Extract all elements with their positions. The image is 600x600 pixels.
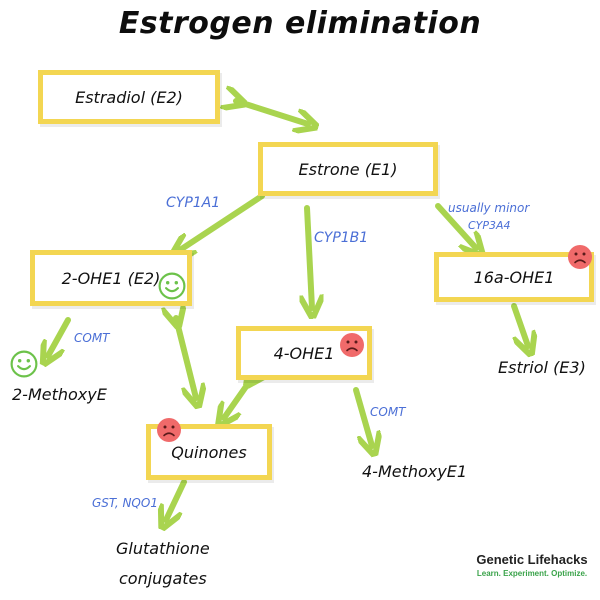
2-ohe1-label: 2-OHE1 (E2) (61, 268, 161, 288)
estradiol-box: Estradiol (E2) (38, 70, 220, 124)
quinones-label: Quinones (171, 442, 247, 462)
estriol-label: Estriol (E3) (498, 358, 586, 377)
brand-name: Genetic Lifehacks (476, 552, 588, 567)
estrone-label: Estrone (E1) (298, 159, 398, 179)
glutathione-line-1: Glutathione (116, 539, 210, 558)
arrow-estrone-4ohe1 (307, 205, 312, 308)
arrow-estradiol-estrone (236, 101, 308, 124)
arrow-estrone-16aohe1 (435, 203, 476, 248)
estrone-box: Estrone (E1) (258, 142, 438, 196)
4-methoxye1-label: 4-MethoxyE1 (362, 462, 468, 481)
smiley-face-icon (158, 272, 186, 300)
smiley-face-icon (10, 350, 38, 378)
4-ohe1-label: 4-OHE1 (273, 343, 335, 363)
sad-face-icon (157, 418, 181, 442)
arrow-16aohe1-estriol (511, 303, 528, 346)
sad-face-icon (568, 245, 592, 269)
16a-ohe1-box: 16a-OHE1 (434, 252, 594, 302)
2-methoxye-label: 2-MethoxyE (12, 385, 107, 404)
arrow-4ohe1-4methoxye1 (353, 387, 372, 446)
sad-face-icon (340, 333, 364, 357)
comt-left-label: COMT (74, 331, 110, 345)
glutathione-line-2: conjugates (118, 569, 207, 588)
arrow-2ohe1-quinones (176, 318, 196, 398)
arrow-2ohe1-2methoxye (48, 317, 71, 356)
arrow-4ohe1-quinones (224, 378, 252, 418)
cyp1a1-label: CYP1A1 (166, 195, 221, 211)
arrow-estrone-2ohe1 (180, 193, 265, 250)
comt-right-label: COMT (370, 405, 406, 419)
gst-nqo1-label: GST, NQO1 (92, 496, 158, 510)
cyp1b1-label: CYP1B1 (314, 230, 369, 246)
16a-ohe1-label: 16a-OHE1 (473, 267, 555, 287)
brand-logo: Genetic Lifehacks Learn. Experiment. Opt… (470, 552, 594, 578)
estradiol-label: Estradiol (E2) (75, 87, 183, 107)
brand-tagline: Learn. Experiment. Optimize. (476, 569, 588, 578)
cyp3a4-label: CYP3A4 (468, 219, 511, 232)
glutathione-label: Glutathione conjugates (116, 534, 210, 594)
usually-minor-label: usually minor (448, 201, 530, 215)
diagram-title: Estrogen elimination (118, 6, 482, 41)
arrow-quinones-glutathione (166, 479, 187, 520)
